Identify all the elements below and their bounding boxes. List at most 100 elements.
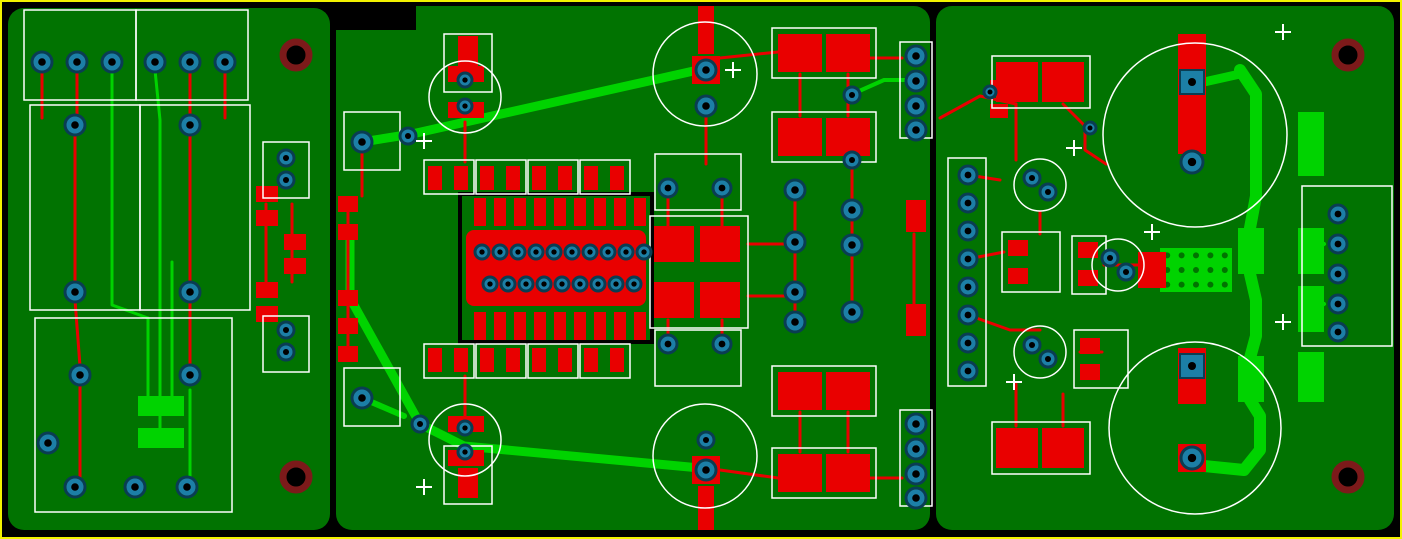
drill-hole bbox=[416, 420, 424, 428]
drill-hole bbox=[186, 121, 194, 129]
drill-hole bbox=[76, 371, 84, 379]
smd-pad-top bbox=[532, 348, 546, 372]
stitch-via bbox=[1178, 267, 1185, 273]
drill-hole bbox=[964, 283, 972, 291]
drill-hole bbox=[1044, 355, 1052, 363]
smd-pad-top bbox=[338, 196, 358, 212]
silkscreen-outline bbox=[579, 159, 631, 195]
drill-hole bbox=[623, 249, 629, 255]
smd-pad-top bbox=[906, 304, 926, 336]
silkscreen-circle bbox=[428, 60, 502, 134]
silkscreen-outline bbox=[343, 367, 401, 427]
smd-pad-top bbox=[574, 198, 586, 226]
mounting-hole bbox=[1331, 460, 1365, 494]
drill-hole bbox=[702, 102, 710, 110]
drill-hole bbox=[631, 281, 637, 287]
drill-hole bbox=[791, 238, 799, 246]
silkscreen-circle bbox=[1091, 238, 1145, 292]
silkscreen-outline bbox=[579, 343, 631, 379]
drill-hole bbox=[664, 184, 672, 192]
drill-hole bbox=[848, 206, 856, 214]
stitch-via bbox=[1207, 267, 1214, 273]
silkscreen-outline bbox=[527, 343, 579, 379]
drill-hole bbox=[912, 445, 920, 453]
top-copper-trace bbox=[718, 50, 780, 60]
smd-pad-top bbox=[826, 454, 870, 492]
drill-hole bbox=[1334, 270, 1342, 278]
smd-pad-top bbox=[906, 200, 926, 232]
smd-pad-top bbox=[594, 312, 606, 340]
stitch-via bbox=[1221, 252, 1228, 259]
silkscreen-outline bbox=[139, 104, 251, 311]
stitch-via bbox=[1193, 252, 1199, 259]
drill-hole bbox=[1334, 328, 1342, 336]
smd-pad-top bbox=[284, 258, 306, 274]
drill-hole bbox=[1122, 268, 1130, 276]
smd-pad-top bbox=[584, 348, 598, 372]
silkscreen-circle bbox=[1013, 158, 1067, 212]
smd-pad-top bbox=[458, 468, 478, 498]
smd-pad-top bbox=[654, 226, 694, 262]
drill-hole bbox=[487, 281, 493, 287]
drill-hole bbox=[358, 394, 366, 402]
smd-pad-top bbox=[700, 282, 740, 318]
smd-pad-top bbox=[558, 166, 572, 190]
drill-hole bbox=[183, 483, 191, 491]
smd-pad-top bbox=[454, 348, 468, 372]
silkscreen-circle bbox=[652, 21, 758, 127]
drill-hole bbox=[282, 326, 290, 334]
drill-hole bbox=[605, 249, 611, 255]
stitch-via bbox=[1207, 252, 1214, 259]
drill-hole bbox=[912, 102, 920, 110]
silkscreen-outline bbox=[443, 33, 493, 93]
drill-hole bbox=[38, 58, 46, 66]
drill-hole bbox=[533, 249, 539, 255]
drill-hole bbox=[1188, 362, 1196, 370]
drill-hole bbox=[479, 249, 485, 255]
drill-hole bbox=[848, 241, 856, 249]
smd-pad-top bbox=[494, 198, 506, 226]
silkscreen-outline bbox=[771, 27, 877, 79]
smd-pad-top bbox=[454, 166, 468, 190]
drill-hole bbox=[151, 58, 159, 66]
drill-hole bbox=[1334, 300, 1342, 308]
drill-hole bbox=[221, 58, 229, 66]
drill-hole bbox=[791, 186, 799, 194]
smd-pad-top bbox=[778, 34, 822, 72]
smd-pad-top bbox=[778, 454, 822, 492]
smd-pad-top bbox=[428, 166, 442, 190]
bottom-copper-trace bbox=[153, 68, 162, 432]
silkscreen-outline bbox=[771, 365, 877, 417]
drill-hole bbox=[1334, 210, 1342, 218]
drill-hole bbox=[1028, 174, 1036, 182]
silkscreen-outline bbox=[771, 447, 877, 499]
top-copper-trace bbox=[718, 468, 780, 480]
smd-pad-top bbox=[826, 34, 870, 72]
drill-hole bbox=[613, 281, 619, 287]
top-copper-trace bbox=[966, 313, 1042, 332]
drill-hole bbox=[186, 371, 194, 379]
drill-hole bbox=[587, 249, 593, 255]
bottom-copper-trace bbox=[1199, 69, 1245, 87]
drill-hole bbox=[912, 126, 920, 134]
drill-hole bbox=[912, 420, 920, 428]
drill-hole bbox=[462, 425, 468, 431]
silkscreen-outline bbox=[1073, 329, 1129, 389]
drill-hole bbox=[702, 466, 710, 474]
smd-pad-top bbox=[506, 348, 520, 372]
drill-hole bbox=[912, 494, 920, 502]
silkscreen-outline bbox=[135, 9, 249, 101]
silkscreen-circle bbox=[428, 403, 502, 477]
smd-pad-top bbox=[554, 312, 566, 340]
silkscreen-circle bbox=[1013, 325, 1067, 379]
smd-pad-top bbox=[700, 226, 740, 262]
stitch-via bbox=[1178, 252, 1185, 259]
smd-pad-top bbox=[338, 346, 358, 362]
smd-pad-top bbox=[778, 118, 822, 156]
smd-pad-top bbox=[428, 348, 442, 372]
smd-pad-top bbox=[614, 312, 626, 340]
smd-pad-top bbox=[698, 6, 714, 54]
stitch-via bbox=[1207, 281, 1214, 288]
drill-hole bbox=[462, 449, 468, 455]
drill-hole bbox=[497, 249, 503, 255]
